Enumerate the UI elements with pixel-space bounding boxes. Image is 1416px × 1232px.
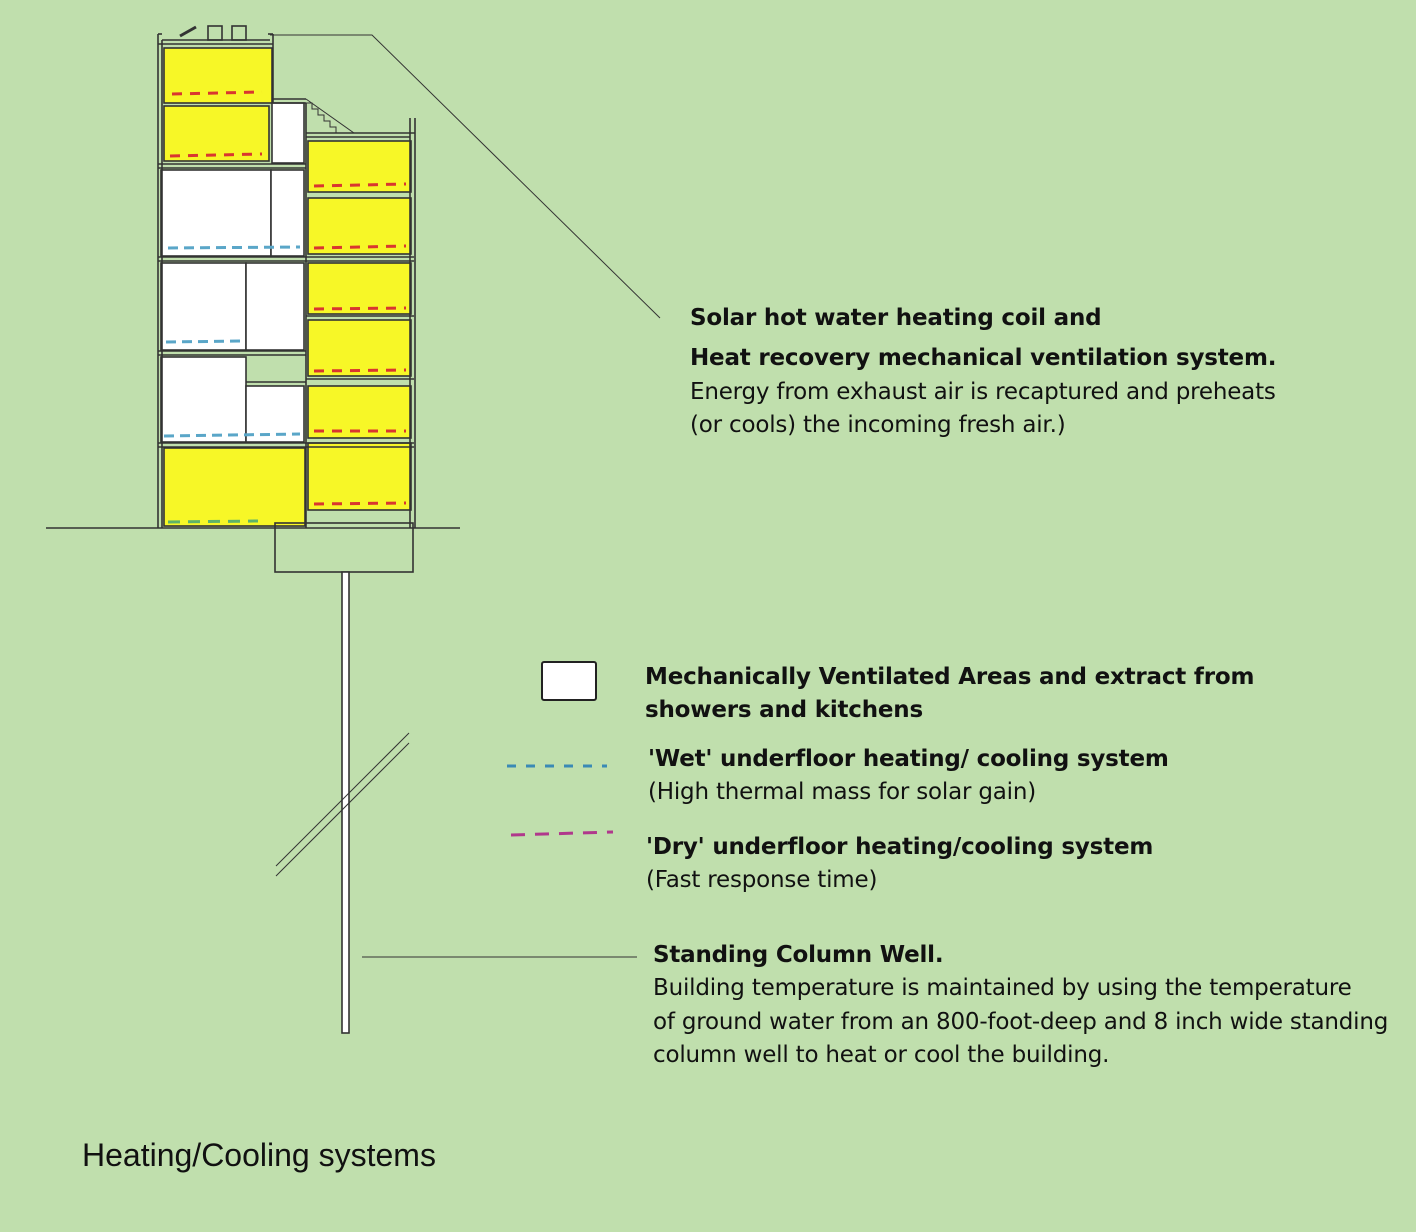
- basement: [274, 522, 414, 573]
- dry-legend-title: 'Dry' underfloor heating/cooling system: [646, 834, 1154, 860]
- room-heated: [307, 197, 412, 255]
- dry-legend-swatch: [510, 830, 614, 837]
- solar-leader-line: [270, 34, 661, 319]
- wet-legend-note: (High thermal mass for solar gain): [648, 779, 1036, 805]
- room-heated: [307, 442, 412, 511]
- well-break-line: [275, 742, 410, 877]
- solar-desc-line1: Energy from exhaust air is recaptured an…: [690, 379, 1276, 405]
- wet-legend-title: 'Wet' underfloor heating/ cooling system: [648, 746, 1169, 772]
- well-desc-line2: of ground water from an 800-foot-deep an…: [653, 1009, 1389, 1035]
- standing-column-well: [341, 571, 350, 1034]
- solar-desc-line2: (or cools) the incoming fresh air.): [690, 412, 1066, 438]
- well-desc-line3: column well to heat or cool the building…: [653, 1042, 1110, 1068]
- room-ventilated: [245, 262, 305, 351]
- room-heated: [307, 319, 412, 377]
- room-heated: [307, 385, 412, 439]
- well-desc-line1: Building temperature is maintained by us…: [653, 975, 1352, 1001]
- rooftop-unit: [231, 25, 247, 41]
- ventilated-legend-line1: Mechanically Ventilated Areas and extrac…: [645, 664, 1255, 690]
- figure-caption: Heating/Cooling systems: [82, 1137, 436, 1173]
- rooftop-unit: [207, 25, 223, 41]
- stair-shaft: [271, 102, 305, 164]
- solar-panel: [179, 25, 197, 38]
- wet-underfloor-heating: [163, 245, 301, 438]
- well-break-line: [275, 732, 410, 867]
- room-ventilated: [160, 356, 247, 443]
- room-ventilated: [160, 169, 272, 257]
- room-ventilated: [270, 169, 305, 257]
- room-ventilated: [160, 262, 247, 351]
- room-heated: [163, 105, 270, 162]
- building-section: [46, 25, 460, 1034]
- dry-underfloor-heating: [169, 90, 407, 506]
- ventilated-legend-line2: showers and kitchens: [645, 697, 923, 723]
- ventilated-legend-swatch: [541, 661, 597, 701]
- ground-floor-heating: [167, 519, 259, 524]
- well-title: Standing Column Well.: [653, 942, 944, 968]
- solar-title-line2: Heat recovery mechanical ventilation sys…: [690, 345, 1277, 371]
- room-heated: [307, 262, 412, 315]
- dry-legend-note: (Fast response time): [646, 867, 878, 893]
- solar-title-line1: Solar hot water heating coil and: [690, 305, 1102, 331]
- room-heated: [163, 447, 306, 527]
